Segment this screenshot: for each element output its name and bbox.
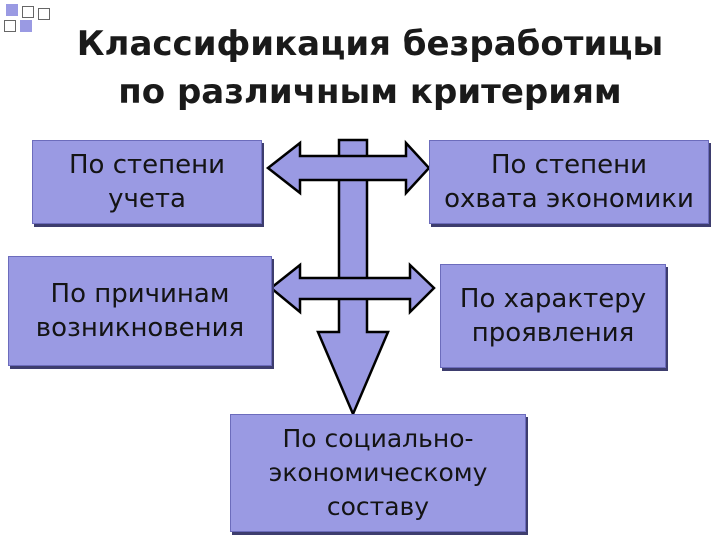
decor-square — [20, 20, 32, 32]
title-line-1: Классификация безработицы — [76, 24, 664, 64]
decor-square — [22, 6, 34, 18]
decor-square — [38, 8, 50, 20]
corner-decoration — [0, 0, 60, 44]
box-economy-coverage: По степени охвата экономики — [429, 140, 709, 224]
slide-title: Классификация безработицы по различным к… — [60, 20, 680, 116]
box-manifestation: По характеру проявления — [440, 264, 666, 368]
double-arrow-lower — [269, 262, 436, 316]
box-causes: По причинам возникновения — [8, 256, 272, 366]
title-line-2: по различным критериям — [118, 72, 622, 112]
box-accounting-degree: По степени учета — [32, 140, 262, 224]
decor-square — [4, 20, 16, 32]
box-socio-economic: По социально- экономическому составу — [230, 414, 526, 532]
decor-square — [6, 4, 18, 16]
